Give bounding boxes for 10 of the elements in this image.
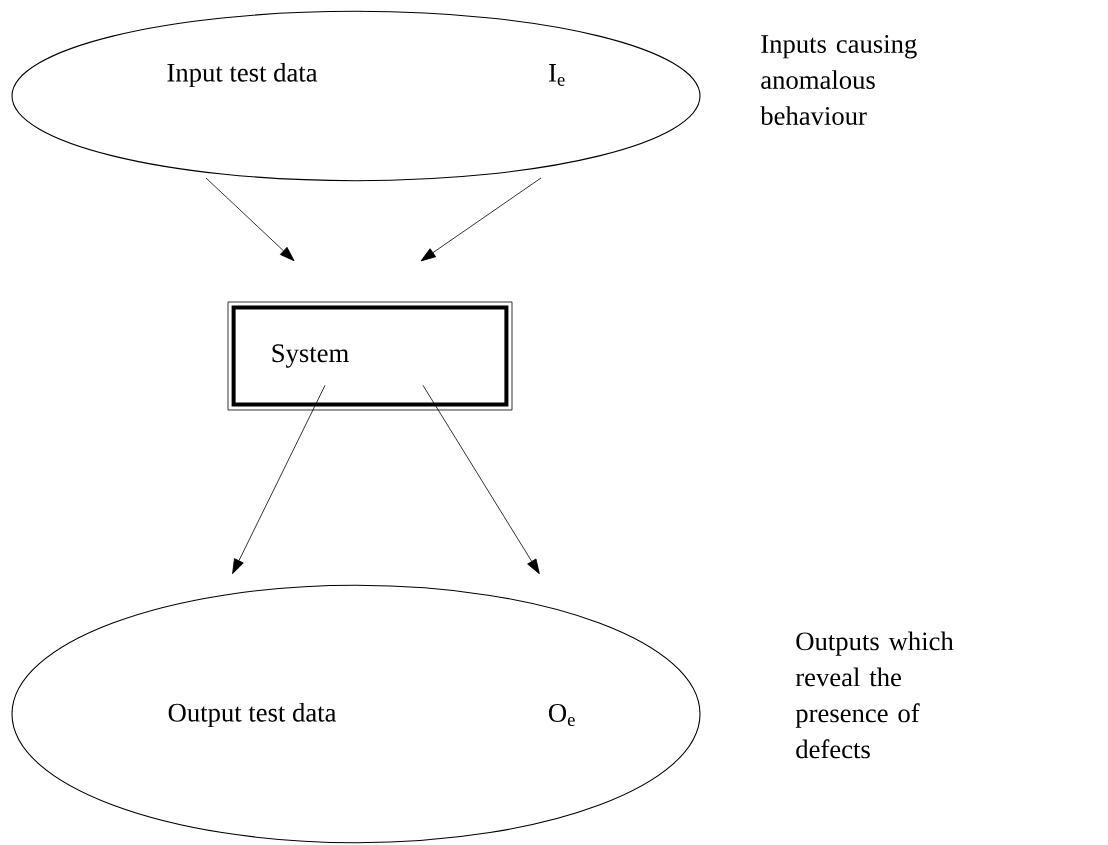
node-label: Output test data — [168, 702, 337, 728]
annotation: Inputs causing anomalous behaviour — [760, 35, 917, 125]
node-label: I$_{e}$ — [549, 64, 565, 86]
node-label: O$_{e}$ — [549, 704, 575, 726]
arrow — [232, 385, 326, 575]
arrow — [420, 177, 542, 262]
node-label: Input test data — [167, 62, 318, 88]
annotation: Outputs which reveal the presence of defects — [795, 631, 954, 759]
arrow — [205, 177, 295, 262]
arrow — [422, 385, 540, 575]
